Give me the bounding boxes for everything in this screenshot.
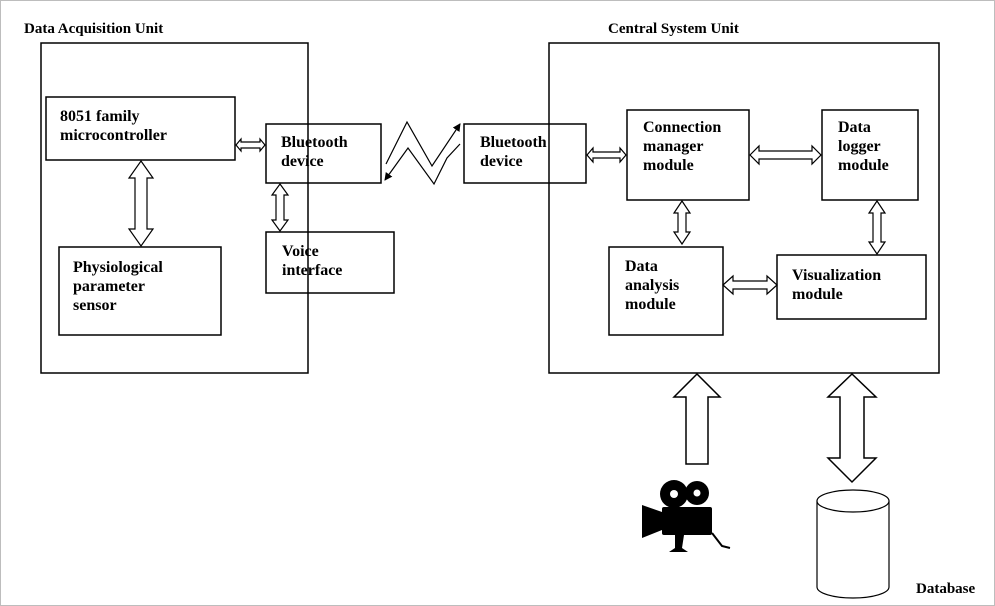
voice-interface-box (265, 231, 395, 294)
video-camera-icon (642, 480, 731, 552)
visualization-box (776, 254, 927, 320)
data-logger-label: Data logger module (838, 119, 889, 174)
wireless-link-lower (384, 143, 461, 186)
arrow-central-database (826, 372, 878, 484)
database-label: Database (916, 581, 976, 597)
acquisition-unit-container (40, 42, 309, 374)
sensor-label: Physiological parameter sensor (73, 259, 163, 314)
bluetooth-left-box (265, 123, 382, 184)
bluetooth-right-box (463, 123, 587, 184)
data-analysis-box (608, 246, 724, 336)
wireless-link-upper (385, 120, 461, 168)
arrow-mcu-sensor (127, 159, 155, 248)
central-unit-container (548, 42, 940, 374)
data-logger-box (821, 109, 919, 201)
database-icon (816, 489, 890, 599)
arrow-mcu-bluetooth (235, 137, 266, 153)
arrow-logger-visualization (867, 199, 887, 256)
arrow-connection-logger (749, 144, 822, 166)
microcontroller-box (45, 96, 236, 161)
arrow-analysis-visualization (722, 274, 778, 296)
connection-manager-box (626, 109, 750, 201)
voice-interface-label: Voice interface (282, 243, 343, 279)
arrow-bluetooth-voice (270, 182, 290, 233)
acquisition-unit-title: Data Acquisition Unit (24, 21, 164, 37)
bluetooth-right-label: Bluetooth device (480, 134, 547, 170)
data-analysis-label: Data analysis module (625, 258, 680, 313)
arrow-camera-to-central (672, 372, 722, 465)
bluetooth-left-label: Bluetooth device (281, 134, 348, 170)
central-unit-title: Central System Unit (608, 21, 739, 37)
microcontroller-label: 8051 family microcontroller (60, 108, 167, 144)
visualization-label: Visualization module (792, 267, 882, 303)
connection-manager-label: Connection manager module (643, 119, 722, 174)
sensor-box (58, 246, 222, 336)
arrow-connection-analysis (672, 199, 692, 246)
arrow-bluetooth-connection (586, 146, 627, 164)
